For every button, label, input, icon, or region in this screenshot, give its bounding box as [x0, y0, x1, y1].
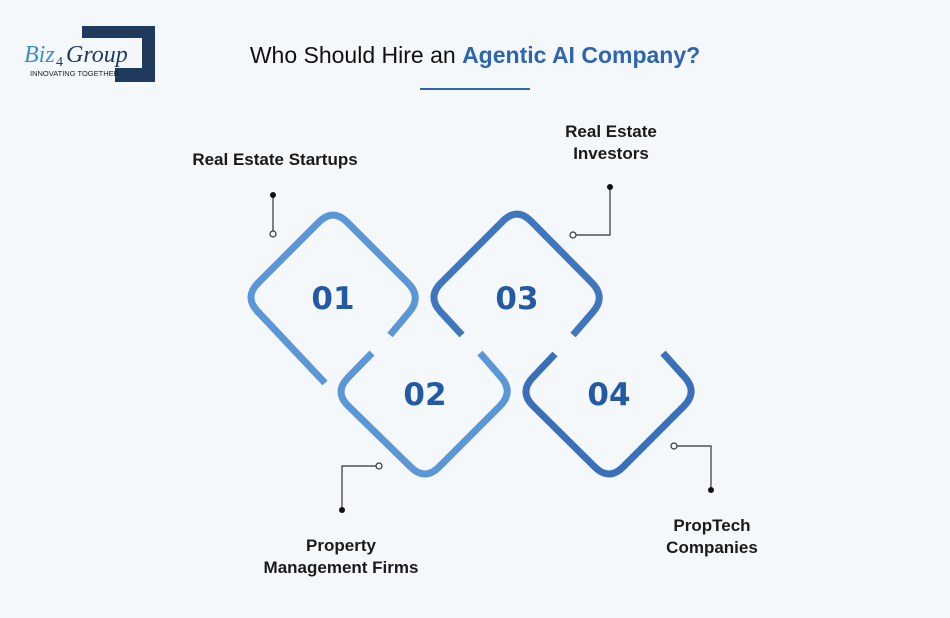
- label-02-line1: Property: [306, 536, 376, 555]
- label-04-line2: Companies: [666, 538, 758, 557]
- title-prefix: Who Should Hire an: [249, 42, 463, 68]
- svg-text:INNOVATING TOGETHER: INNOVATING TOGETHER: [30, 69, 120, 78]
- connector-ring: [569, 231, 577, 239]
- svg-text:Group: Group: [66, 42, 128, 68]
- connector-04: [677, 445, 712, 490]
- connector-dot: [607, 184, 613, 190]
- title-highlight: Agentic AI Company?: [462, 42, 701, 68]
- item-number-04: 04: [587, 377, 630, 413]
- label-03-line1: Real Estate: [565, 122, 657, 141]
- connector-dot: [339, 507, 345, 513]
- logo-text-biz: Biz: [24, 42, 55, 68]
- diamond-02: [337, 350, 511, 478]
- connector-ring: [670, 442, 678, 450]
- title-underline: [420, 88, 530, 90]
- item-number-02: 02: [403, 377, 446, 413]
- bizgroup-logo: Biz 4 Group INNOVATING TOGETHER: [22, 24, 157, 84]
- connector-dot: [270, 192, 276, 198]
- diamond-04: [522, 350, 695, 478]
- connector-ring: [375, 462, 383, 470]
- connector-ring: [269, 230, 277, 238]
- label-01: Real Estate Startups: [150, 149, 400, 171]
- item-number-03: 03: [495, 281, 538, 317]
- connector-03: [576, 187, 611, 236]
- item-number-01: 01: [311, 281, 354, 317]
- page-title: Who Should Hire an Agentic AI Company?: [0, 42, 950, 69]
- label-01-line1: Real Estate Startups: [192, 150, 358, 169]
- diamond-03: [430, 210, 603, 338]
- label-03-line2: Investors: [573, 144, 649, 163]
- label-04-line1: PropTech: [673, 516, 751, 535]
- svg-text:4: 4: [56, 55, 63, 70]
- connector-dot: [708, 487, 714, 493]
- diamond-01: [247, 211, 419, 386]
- connector-02: [341, 465, 376, 510]
- label-02-line2: Management Firms: [263, 558, 419, 577]
